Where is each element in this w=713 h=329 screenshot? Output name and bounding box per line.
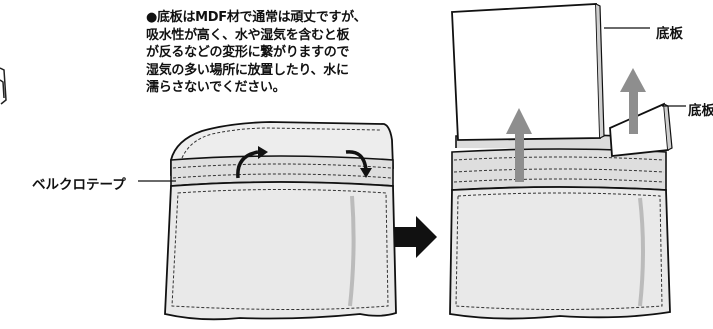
bottom-board-label-2: 底板 xyxy=(688,103,713,119)
left-edge-strap-fragment xyxy=(0,67,7,105)
right-bag xyxy=(449,3,686,320)
caution-note-line: が反るなどの変形に繋がりますので xyxy=(146,45,350,60)
bottom-board-2 xyxy=(609,102,669,157)
lift-arrow-2-icon xyxy=(620,68,646,134)
bottom-board-label-1: 底板 xyxy=(656,26,683,42)
velcro-tape-label: ベルクロテープ xyxy=(32,177,126,193)
right-bag-body xyxy=(449,186,671,320)
left-bag xyxy=(138,121,397,321)
caution-note-line: ●底板はMDF材で通常は頑丈ですが、 xyxy=(146,10,367,25)
lift-arrow-1-icon xyxy=(506,108,532,182)
caution-note-line: 湿気の多い場所に放置したり、水に xyxy=(146,62,349,78)
left-bag-fold-arrow-2 xyxy=(345,150,368,171)
caution-note-line: 吸水性が高く、水や湿気を含むと板 xyxy=(146,27,350,43)
caution-note: ●底板はMDF材で通常は頑丈ですが、 吸水性が高く、水や湿気を含むと板 が反るな… xyxy=(146,9,446,97)
caution-note-line: 濡らさないでください。 xyxy=(146,80,286,95)
bottom-board-1 xyxy=(451,3,601,141)
left-bag-body xyxy=(164,181,397,321)
left-bag-fold-arrow-1 xyxy=(236,150,259,179)
transition-arrow-icon xyxy=(394,216,437,258)
